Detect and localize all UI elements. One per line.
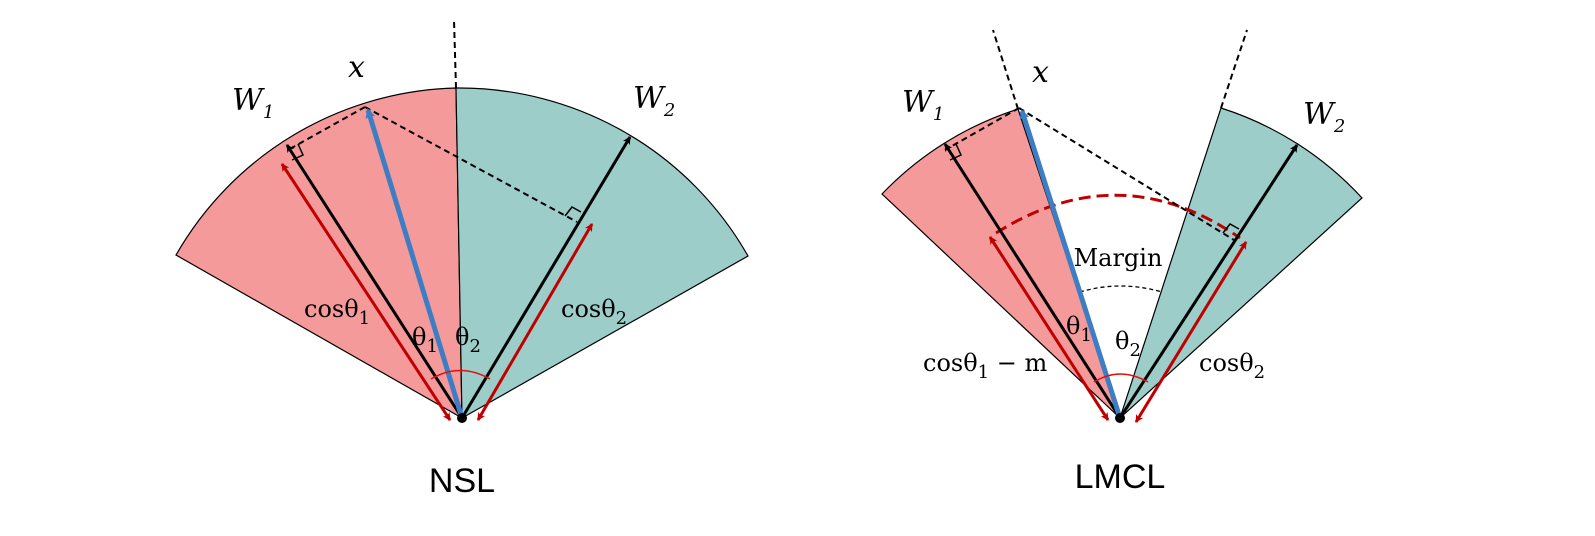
lmcl-margin-arc: [995, 193, 1241, 240]
nsl-theta2-label: θ2: [455, 323, 481, 357]
nsl-theta-arc: [430, 369, 491, 380]
lmcl-origin: [1115, 413, 1125, 423]
nsl-cos1-label: cosθ1: [304, 295, 370, 329]
lmcl-margin-label: Margin: [1074, 244, 1163, 272]
lmcl-x-vector: [1019, 109, 1123, 419]
nsl-projection-line-w1: [287, 106, 366, 151]
nsl-w2-vector: [460, 136, 632, 419]
lmcl-theta-arc: [1093, 373, 1149, 383]
nsl-projection-line-w2: [364, 106, 578, 223]
nsl-cos2-projection-arrow: [476, 223, 594, 421]
lmcl-w2-vector: [1118, 144, 1299, 419]
nsl-x-vector: [365, 108, 465, 419]
lmcl-w2-label: W2: [1303, 97, 1345, 137]
lmcl-cos1-label: cosθ1 − m: [923, 349, 1047, 383]
lmcl-cos1-projection-arrow: [988, 236, 1110, 421]
lmcl-projection-line-w2: [1018, 107, 1235, 241]
nsl-x-label: x: [348, 50, 365, 85]
nsl-w1-vector: [285, 144, 464, 419]
nsl-w1-label: W1: [232, 83, 274, 123]
lmcl-cos2-projection-arrow: [1134, 241, 1248, 423]
lmcl-x-label: x: [1032, 55, 1049, 90]
lmcl-w1-vector: [943, 143, 1122, 419]
lmcl-w1-label: W1: [902, 85, 944, 125]
nsl-theta1-label: θ1: [412, 323, 438, 357]
lmcl-theta2-label: θ2: [1115, 327, 1141, 361]
lmcl-boundary-right: [1220, 29, 1248, 109]
nsl-decision-boundary: [453, 19, 457, 89]
nsl-title: NSL: [429, 462, 495, 500]
lmcl-theta1-label: θ1: [1066, 312, 1092, 346]
nsl-cos2-label: cosθ2: [561, 295, 627, 329]
nsl-diagram: W1 x W2 cosθ1 cosθ2 θ1 θ2 NSL: [175, 19, 749, 500]
lmcl-diagram: W1 x W2 Margin cosθ1 − m cosθ2 θ1 θ2 LMC…: [881, 29, 1363, 496]
lmcl-right-angle-w2: [1222, 223, 1240, 234]
lmcl-projection-line-w1: [944, 107, 1020, 151]
lmcl-title: LMCL: [1075, 458, 1166, 496]
nsl-w2-label: W2: [633, 81, 675, 121]
nsl-cos1-projection-arrow: [280, 163, 452, 421]
lmcl-cos2-label: cosθ2: [1199, 349, 1265, 383]
nsl-class1-region: [175, 87, 463, 420]
nsl-class2-region: [455, 87, 749, 420]
lmcl-boundary-left: [992, 29, 1019, 110]
nsl-origin: [457, 413, 467, 423]
nsl-right-angle-w2: [564, 206, 582, 217]
lmcl-margin-inner-arc: [1079, 285, 1163, 293]
